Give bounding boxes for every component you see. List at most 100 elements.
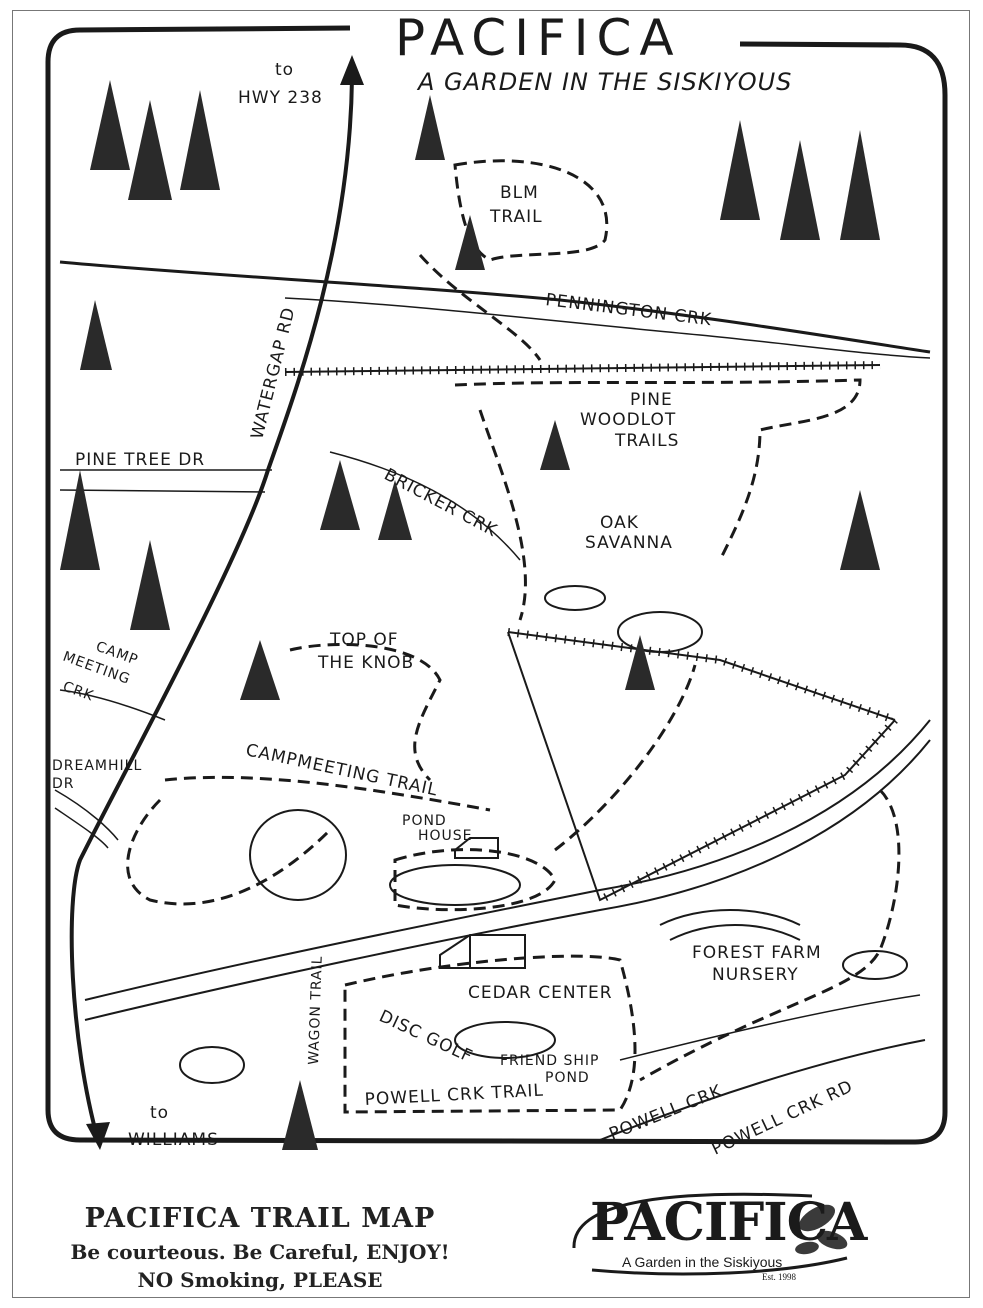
pine-tree-icon bbox=[128, 100, 172, 200]
pennington-creek-2 bbox=[284, 297, 931, 359]
label-disc-golf: DISC GOLF bbox=[376, 1006, 476, 1067]
nursery-greenhouses bbox=[659, 909, 801, 941]
pine-tree-icon bbox=[90, 80, 130, 170]
label-the-knob: THE KNOB bbox=[317, 653, 414, 673]
label-blm-trail: TRAIL bbox=[489, 207, 543, 227]
map-frame bbox=[12, 10, 970, 1298]
label-forest-farm: FOREST FARM bbox=[692, 943, 822, 963]
pine-tree-icon bbox=[415, 95, 445, 160]
knob-trail bbox=[289, 642, 442, 782]
arrow-north-icon bbox=[340, 55, 364, 85]
label-to-williams-2: WILLIAMS bbox=[128, 1130, 219, 1150]
cedar-center-building bbox=[439, 934, 526, 969]
label-to-williams-1: to bbox=[150, 1103, 169, 1123]
leaf-icon bbox=[795, 1204, 848, 1255]
blm-connector bbox=[418, 254, 542, 361]
label-crk: CRK bbox=[61, 679, 96, 705]
label-nursery: NURSERY bbox=[712, 965, 799, 985]
woodlot-trail bbox=[454, 378, 862, 561]
west-loop bbox=[126, 798, 332, 906]
logo-word: PACIFICA bbox=[590, 1192, 867, 1253]
pond-loop bbox=[393, 848, 557, 912]
label-campmeeting-trail: CAMPMEETING TRAIL bbox=[244, 740, 440, 800]
label-blm: BLM bbox=[500, 183, 539, 203]
label-to: to bbox=[275, 60, 294, 80]
pine-tree-icon bbox=[240, 640, 280, 700]
pine-tree-icon bbox=[720, 120, 760, 220]
pine-tree-icon bbox=[780, 140, 820, 240]
arrow-south-icon bbox=[86, 1122, 110, 1150]
east-loop bbox=[639, 788, 901, 1082]
pond-sw bbox=[179, 1046, 245, 1084]
label-dr: DR bbox=[52, 776, 75, 792]
pine-tree-icon bbox=[625, 635, 655, 690]
oak-diagonal bbox=[554, 664, 697, 852]
logo-est: Est. 1998 bbox=[762, 1272, 797, 1282]
label-powell-crk: POWELL CRK bbox=[606, 1081, 725, 1145]
pine-tree-icon bbox=[320, 460, 360, 530]
map-border bbox=[45, 25, 948, 1145]
access-road bbox=[84, 719, 931, 1001]
pine-tree-icon bbox=[455, 215, 485, 270]
label-house: HOUSE bbox=[418, 828, 473, 844]
woodlot-trail-2 bbox=[478, 409, 527, 621]
watergap-road bbox=[69, 77, 354, 1141]
label-pennington-crk: PENNINGTON CRK bbox=[544, 290, 713, 330]
pacifica-logo: PACIFICA A Garden in the Siskiyous Est. … bbox=[562, 1178, 867, 1288]
label-hwy238: HWY 238 bbox=[238, 88, 323, 108]
footer-title: PACIFICA TRAIL MAP bbox=[84, 1203, 436, 1234]
access-road-2 bbox=[84, 739, 931, 1021]
fence-field bbox=[507, 631, 896, 902]
bricker-creek bbox=[329, 451, 521, 561]
label-dreamhill: DREAMHILL bbox=[52, 758, 142, 774]
logo-tagline: A Garden in the Siskiyous bbox=[622, 1254, 783, 1270]
pond-west bbox=[249, 809, 347, 901]
label-pond: POND bbox=[402, 813, 447, 829]
camp-meeting-creek bbox=[59, 689, 166, 721]
label-watergap-rd: WATERGAP RD bbox=[247, 305, 299, 441]
pine-tree-icon bbox=[80, 300, 112, 370]
label-top-of: TOP OF bbox=[329, 630, 399, 650]
label-friendship-pond: POND bbox=[545, 1070, 590, 1086]
pond-savanna bbox=[617, 611, 703, 653]
pine-tree-icon bbox=[282, 1080, 318, 1150]
powell-creek bbox=[599, 1039, 926, 1141]
disc-golf-loop bbox=[343, 954, 637, 1114]
pond-friendship bbox=[454, 1021, 556, 1059]
label-powell-crk-rd: POWELL CRK RD bbox=[709, 1076, 857, 1159]
trees bbox=[60, 80, 880, 1150]
powell-creek-2 bbox=[619, 994, 921, 1061]
footer-line-1: Be courteous. Be Careful, ENJOY! bbox=[70, 1240, 450, 1264]
pine-tree-icon bbox=[540, 420, 570, 470]
label-savanna: SAVANNA bbox=[585, 533, 673, 553]
label-friendship: FRIEND SHIP bbox=[500, 1053, 599, 1069]
pine-tree-dr bbox=[59, 469, 272, 493]
fence-field-ticks bbox=[507, 628, 903, 904]
fence-north-ticks bbox=[284, 361, 881, 376]
pond-oak bbox=[544, 585, 606, 611]
pine-tree-icon bbox=[378, 480, 412, 540]
label-pine-tree-dr: PINE TREE DR bbox=[75, 450, 205, 470]
dreamhill-dr bbox=[54, 789, 119, 849]
label-wagon-trail: WAGON TRAIL bbox=[306, 955, 326, 1065]
pond-nursery bbox=[842, 950, 908, 980]
pond-house-building bbox=[454, 837, 499, 859]
pine-tree-icon bbox=[180, 90, 220, 190]
map-subtitle: A GARDEN IN THE SISKIYOUS bbox=[416, 68, 792, 96]
label-cedar-center: CEDAR CENTER bbox=[468, 983, 613, 1003]
pond-house-pond bbox=[389, 864, 521, 906]
pennington-creek bbox=[59, 260, 931, 354]
footer-line-2: NO Smoking, PLEASE bbox=[137, 1268, 383, 1292]
label-woodlot: WOODLOT bbox=[580, 410, 676, 430]
pine-tree-icon bbox=[840, 490, 880, 570]
pine-tree-icon bbox=[60, 470, 100, 570]
label-pine: PINE bbox=[630, 390, 673, 410]
label-trails: TRAILS bbox=[614, 431, 679, 451]
footer: PACIFICA TRAIL MAP Be courteous. Be Care… bbox=[40, 1203, 480, 1292]
label-powell-crk-trail: POWELL CRK TRAIL bbox=[364, 1081, 544, 1110]
pine-tree-icon bbox=[130, 540, 170, 630]
logo-swoosh-icon bbox=[572, 1192, 848, 1276]
label-oak: OAK bbox=[600, 513, 639, 533]
pine-tree-icon bbox=[840, 130, 880, 240]
